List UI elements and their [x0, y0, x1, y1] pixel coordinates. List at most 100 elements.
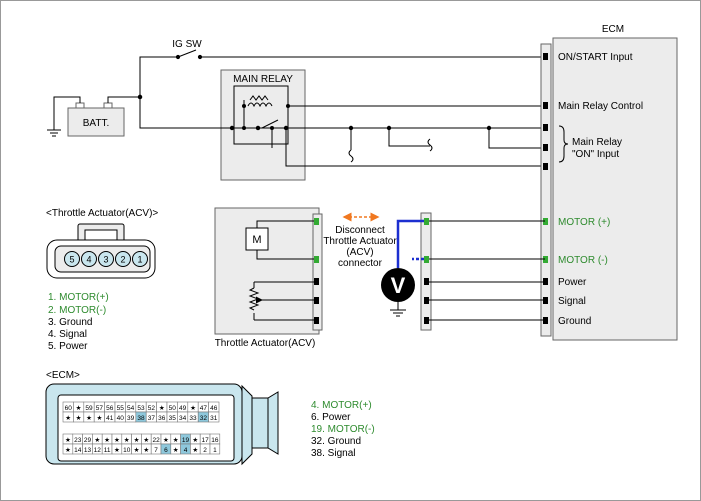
ecm-pin-number: 4 — [184, 447, 188, 454]
ecm-pin-number: ★ — [190, 404, 196, 412]
ecm-pin-number: 1 — [213, 447, 217, 454]
main-relay-label: MAIN RELAY — [233, 74, 293, 85]
ecm-connector-title: <ECM> — [46, 370, 80, 381]
ecm-pin-number: ★ — [143, 436, 149, 444]
ecm-pin-number: ★ — [143, 446, 149, 454]
ecm-pin-number: 22 — [152, 437, 160, 444]
ecm-pin-number: 56 — [106, 405, 114, 412]
acv-pin — [132, 251, 148, 267]
acv-pin-list-item: 5. Power — [48, 341, 88, 352]
ecm-pin-number: ★ — [192, 446, 198, 454]
ecm-pin-number: 47 — [200, 405, 208, 412]
acv-connector-title: <Throttle Actuator(ACV)> — [46, 208, 158, 219]
ecm-pin-number: 17 — [201, 437, 209, 444]
acv-connector-face — [46, 223, 156, 279]
ecm-pin-number: ★ — [76, 404, 82, 412]
ecm-block — [540, 37, 678, 341]
ecm-pin-number: 13 — [84, 447, 92, 454]
ecm-pin-number: 10 — [123, 447, 131, 454]
acv-pin-list: 1. MOTOR(+) 2. MOTOR(-) 3. Ground 4. Sig… — [48, 292, 109, 352]
ecm-pin-number: 49 — [179, 405, 187, 412]
ecm-pin-list-item: 4. MOTOR(+) — [311, 400, 372, 411]
ecm-pin-number: 57 — [96, 405, 104, 412]
ecm-pin-number: ★ — [173, 436, 179, 444]
ecm-pin-list: 4. MOTOR(+) 6. Power 19. MOTOR(-) 32. Gr… — [311, 400, 375, 459]
volt-symbol: V — [391, 273, 406, 298]
ecm-pin-list-item: 38. Signal — [311, 448, 355, 459]
disconnect-note-4: connector — [338, 258, 383, 269]
ecm-pin-number: 40 — [117, 415, 125, 422]
ecm-pin-number: ★ — [76, 414, 82, 422]
ecm-pin-main-relay-control: Main Relay Control — [558, 101, 643, 112]
ecm-pin-power: Power — [558, 277, 587, 288]
ecm-pin-number: 32 — [200, 415, 208, 422]
voltmeter — [381, 219, 424, 317]
harness-connector — [420, 212, 545, 331]
ecm-pin-number: ★ — [163, 436, 169, 444]
ecm-pin-number: 7 — [154, 447, 158, 454]
ecm-pin-on-start: ON/START Input — [558, 52, 633, 63]
throttle-actuator-block — [214, 207, 323, 335]
ecm-pin-number: 37 — [148, 415, 156, 422]
ecm-pin-number: 35 — [169, 415, 177, 422]
disconnect-note-3: (ACV) — [346, 247, 373, 258]
ecm-pin-main-relay-on-1: Main Relay — [572, 137, 622, 148]
acv-pin — [98, 251, 114, 267]
ecm-pin-number: ★ — [86, 414, 92, 422]
ig-sw-label: IG SW — [172, 39, 202, 50]
acv-pin — [64, 251, 80, 267]
ecm-pin-number: 59 — [85, 405, 93, 412]
ecm-pin-number: 12 — [94, 447, 102, 454]
disconnect-note-2: Throttle Actuator — [323, 236, 397, 247]
ecm-pin-number: ★ — [94, 436, 100, 444]
ecm-pin-number: ★ — [65, 436, 71, 444]
ecm-pin-number: 52 — [148, 405, 156, 412]
ecm-pin-number: 53 — [137, 405, 145, 412]
ecm-pin-number: 36 — [158, 415, 166, 422]
acv-pin-list-item: 3. Ground — [48, 317, 92, 328]
acv-pin-list-item: 2. MOTOR(-) — [48, 305, 106, 316]
ecm-pin-signal: Signal — [558, 296, 586, 307]
ecm-pin-number: ★ — [134, 436, 140, 444]
ecm-pin-number: 16 — [211, 437, 219, 444]
ecm-pin-list-item: 32. Ground — [311, 436, 361, 447]
ecm-pin-number: ★ — [114, 446, 120, 454]
ecm-pin-number: 38 — [137, 415, 145, 422]
motor-symbol: M — [252, 234, 261, 246]
ecm-pin-list-item: 6. Power — [311, 412, 351, 423]
acv-pin-list-item: 1. MOTOR(+) — [48, 292, 109, 303]
ecm-pin-list-item: 19. MOTOR(-) — [311, 424, 375, 435]
acv-pin-number: 2 — [120, 255, 125, 265]
ecm-pin-number: 14 — [74, 447, 82, 454]
ecm-pin-cell — [208, 411, 220, 423]
ecm-pin-number: 46 — [210, 405, 218, 412]
ecm-pin-main-relay-on-2: "ON" Input — [572, 149, 619, 160]
acv-pin — [81, 251, 97, 267]
ecm-pin-number: 11 — [104, 447, 111, 454]
acv-pin-number: 3 — [103, 255, 108, 265]
ecm-pin-number: 60 — [65, 405, 73, 412]
ecm-pin-number: ★ — [173, 446, 179, 454]
ecm-pin-number: ★ — [65, 414, 71, 422]
acv-pin-number: 1 — [137, 255, 142, 265]
relay-wiring — [139, 97, 545, 167]
ecm-title: ECM — [602, 24, 624, 35]
ecm-pin-cell — [209, 443, 221, 455]
ecm-pin-number: ★ — [192, 436, 198, 444]
battery-label: BATT. — [83, 118, 109, 129]
ecm-pin-number: ★ — [124, 436, 130, 444]
ecm-pin-number: 19 — [182, 437, 190, 444]
ecm-pin-number: 6 — [164, 447, 168, 454]
acv-pin-number: 4 — [86, 255, 91, 265]
ecm-pin-number: ★ — [159, 404, 165, 412]
acv-pin — [115, 251, 131, 267]
ecm-pin-motor-minus: MOTOR (-) — [558, 255, 608, 266]
ecm-pin-number: 34 — [179, 415, 187, 422]
ecm-pin-ground: Ground — [558, 316, 591, 327]
ecm-pin-number: 50 — [169, 405, 177, 412]
ecm-pin-number: ★ — [114, 436, 120, 444]
